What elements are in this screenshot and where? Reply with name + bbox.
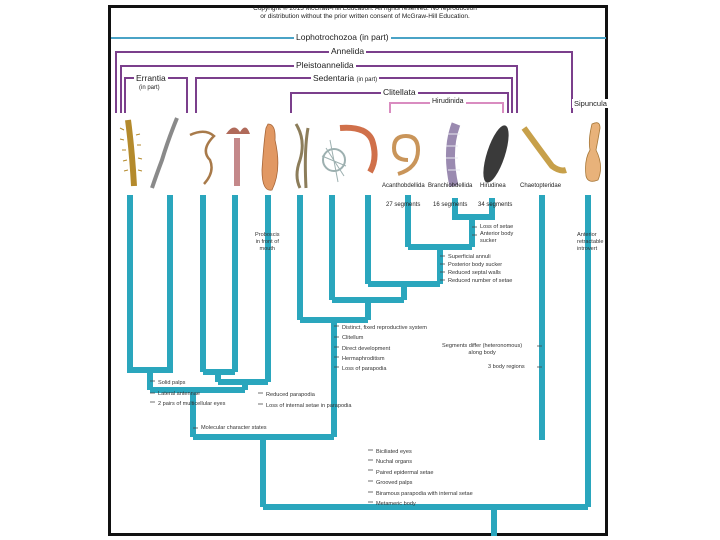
polychaete-slender [150,117,179,189]
segments-hirudinea: 34 segments [478,202,513,208]
segments-branchiobdellida: 16 segments [433,202,468,208]
leech [483,125,509,183]
character-item: Loss of internal setae in parapodia [266,403,352,409]
character-item: Grooved palps [376,480,413,487]
characters-sedentaria: Reduced parapodia Loss of internal setae… [266,390,352,412]
character-item: Loss of setae [480,224,514,230]
label-annelida: Annelida [329,46,367,56]
character-ticks [150,226,542,503]
copyright-line-2: or distribution without the prior writte… [260,13,470,20]
characters-errantia: Solid palps Lateral antennae 2 pairs of … [158,378,225,410]
character-item: Reduced parapodia [266,392,315,398]
note-proboscis-line: mouth [259,246,276,252]
tube-worm [294,123,310,189]
label-sipuncula: Sipuncula [572,99,609,108]
note-introvert-line: introvert [577,246,598,252]
taxon-acanthobdellida: Acanthobdellida [382,183,425,189]
tree-branches [127,195,591,536]
branchiobdellida-worm [446,122,461,187]
label-errantia: Errantia [134,73,168,83]
note-three-regions: 3 body regions [488,364,525,370]
character-item: Reduced number of setae [448,278,513,284]
note-proboscis: Proboscis in front of mouth [255,232,280,253]
bracket-errantia [124,77,188,113]
label-errantia-note: (in part) [139,85,160,91]
character-item: Biciliated eyes [376,449,412,455]
character-item: Superficial annuli [448,254,491,260]
note-proboscis-line: Proboscis [255,232,280,238]
chaetopterid-worm [521,126,567,174]
taxon-branchiobdellida: Branchiobdellida [428,183,473,189]
character-item: Reduced septal walls [448,270,501,276]
note-introvert-line: Anterior [577,232,597,238]
tentacled-worm [321,139,347,183]
bracket-sedentaria [195,77,513,113]
label-hirudinida: Hirudinida [430,98,466,105]
label-sedentaria: Sedentaria (in part) [311,73,380,83]
character-item: Paired epidermal setae [376,469,434,476]
characters-clitellata: Distinct, fixed reproductive system Clit… [342,323,427,374]
note-proboscis-line: in front of [255,239,279,245]
characters-hirudinea: Loss of setae Anterior body sucker [480,224,513,245]
characters-hirudinida: Superficial annuli Posterior body sucker… [448,253,512,285]
characters-annelida: Biciliated eyes Nuchal organs Paired epi… [376,447,473,509]
sedentaria-note: (in part) [356,77,378,83]
character-item: Lateral antennae [158,390,200,397]
sipunculid-like [261,123,279,191]
note-segments-differ-line: Segments differ (heteronomous) [442,343,523,349]
organism-illustrations [119,117,601,191]
sipunculan [585,122,601,182]
taxon-chaetopteridae: Chaetopteridae [520,183,562,189]
character-item: Direct development [342,345,391,352]
note-segments-differ: Segments differ (heteronomous) along bod… [442,343,522,357]
fanworm [226,127,250,186]
character-item: Distinct, fixed reproductive system [342,325,427,331]
character-item: 2 pairs of multicellular eyes [158,401,226,407]
label-lophotrochozoa: Lophotrochozoa (in part) [294,32,391,42]
polychaete-ragworm [119,119,143,187]
character-item: Anterior body [480,231,514,237]
taxon-hirudinea: Hirudinea [480,183,506,189]
segments-acanthobdellida: 27 segments [386,202,421,208]
sedentaria-name: Sedentaria [313,73,355,83]
character-item: Molecular character states [201,425,267,431]
earthworm [339,124,378,174]
characters-pleistoannelida: Molecular character states [201,425,267,432]
character-item: Loss of parapodia [342,366,387,373]
label-pleistoannelida: Pleistoannelida [294,60,356,70]
note-introvert-line: retractable [577,239,604,245]
character-item: Clitellum [342,335,364,342]
character-item: Biramous parapodia with internal setae [376,490,473,497]
polychaete-coiled [189,130,216,185]
label-clitellata: Clitellata [381,87,418,97]
copyright-line-1: Copyright © 2013 McGraw-Hill Education. … [253,5,477,12]
acanthobdellida-worm [391,133,421,176]
character-item: sucker [480,238,497,244]
note-introvert: Anterior retractable introvert [577,232,603,253]
note-segments-differ-line: along body [468,350,496,356]
character-item: Hermaphroditism [342,355,385,362]
character-item: Solid palps [158,380,186,386]
character-item: Nuchal organs [376,459,413,466]
character-item: Posterior body sucker [448,262,503,268]
character-item: Metameric body [376,501,416,508]
